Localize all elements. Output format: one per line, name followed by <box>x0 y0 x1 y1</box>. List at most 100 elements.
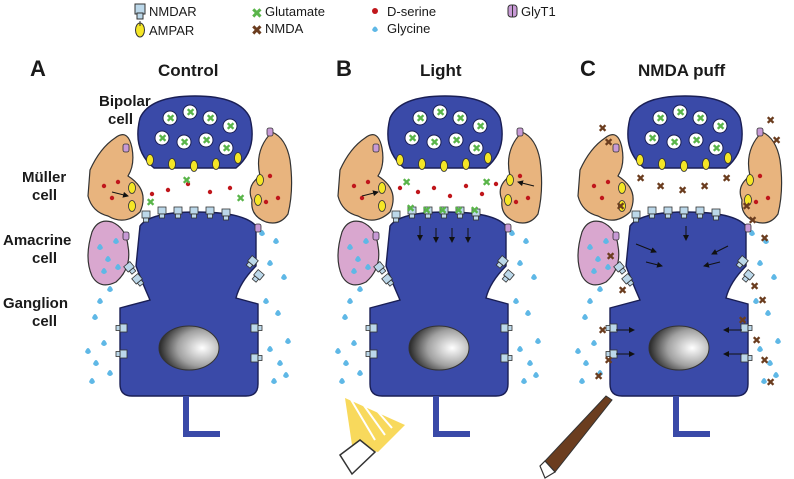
glyt1 <box>266 127 274 137</box>
nmdar-base <box>378 267 387 275</box>
glycine <box>101 268 107 274</box>
dserine <box>605 179 611 185</box>
vesicle <box>432 104 448 120</box>
nmdar-base <box>747 355 753 361</box>
vesicle <box>218 140 234 156</box>
nmdar-body <box>695 206 705 215</box>
glyt1 <box>612 231 620 241</box>
glyt1 <box>504 223 512 233</box>
nmdar <box>251 269 265 283</box>
glycine <box>107 286 113 292</box>
glutamate: ✖ <box>236 192 245 205</box>
legend-dserine-label: D-serine <box>387 4 436 19</box>
dserine <box>591 183 597 189</box>
glycine <box>597 286 603 292</box>
legend: NMDAR AMPAR ✖ Glutamate ✖ NMDA D-serine … <box>134 3 556 38</box>
nmda: ✖ <box>760 354 769 367</box>
nmdar-body <box>500 323 509 333</box>
nmdar-base <box>175 213 181 219</box>
dserine <box>479 191 485 197</box>
nmdar-base <box>473 215 479 221</box>
nmdar-base <box>649 213 655 219</box>
vesicle-glutamate: ✖ <box>696 112 705 125</box>
nmdar <box>221 208 231 221</box>
nmda: ✖ <box>772 134 781 147</box>
vesicle-glutamate: ✖ <box>712 142 721 155</box>
pipette-icon <box>539 395 613 479</box>
dserine <box>115 179 121 185</box>
nucleus <box>158 325 220 371</box>
nmdar-base <box>747 325 753 331</box>
ampar <box>378 200 386 212</box>
nmda: ✖ <box>604 136 613 149</box>
glycine <box>115 264 121 270</box>
nmda: ✖ <box>616 200 625 213</box>
glycine <box>531 274 537 280</box>
dserine <box>517 173 523 179</box>
vesicle <box>198 132 214 148</box>
panel-b-title: Light <box>420 61 462 80</box>
glycine <box>773 372 779 378</box>
vesicle-glutamate: ✖ <box>436 106 445 119</box>
dserine <box>351 183 357 189</box>
nmda: ✖ <box>752 334 761 347</box>
glutamate: ✖ <box>438 204 447 217</box>
dserine <box>207 189 213 195</box>
vesicle-glutamate: ✖ <box>692 134 701 147</box>
nmda: ✖ <box>700 180 709 193</box>
glyt1-icon <box>507 4 518 18</box>
glutamate: ✖ <box>402 176 411 189</box>
muller-cell-left <box>337 134 394 221</box>
dserine <box>275 195 281 201</box>
nmdar-base <box>741 275 750 283</box>
nmdar <box>500 353 513 363</box>
nmdar <box>365 323 378 333</box>
nmdar-icon <box>134 3 146 20</box>
glycine <box>89 378 95 384</box>
glycine <box>339 378 345 384</box>
vesicle <box>708 140 724 156</box>
ganglion-cell <box>369 211 509 397</box>
nmda: ✖ <box>598 324 607 337</box>
panel-b-letter: B <box>336 56 352 81</box>
nmda: ✖ <box>766 376 775 389</box>
ganglion-label-line2: cell <box>32 313 57 330</box>
dserine <box>365 179 371 185</box>
vesicle <box>426 134 442 150</box>
glycine <box>575 348 581 354</box>
vesicle <box>448 132 464 148</box>
axon <box>433 396 470 437</box>
nmdar-base <box>495 261 504 269</box>
glycine <box>351 340 357 346</box>
amacrine-label-line2: cell <box>32 250 57 267</box>
nmda: ✖ <box>604 354 613 367</box>
glycine <box>591 268 597 274</box>
glycine <box>335 348 341 354</box>
nmdar <box>711 208 721 221</box>
nmdar-base <box>633 217 639 223</box>
nucleus <box>408 325 470 371</box>
nmda: ✖ <box>594 370 603 383</box>
nmdar-base <box>697 213 703 219</box>
nmdar-base <box>605 325 611 331</box>
nmdar <box>250 323 263 333</box>
vesicle <box>412 110 428 126</box>
ganglion-cell <box>119 211 259 397</box>
glycine <box>597 370 603 376</box>
vesicle <box>176 134 192 150</box>
nmdar-base <box>143 217 149 223</box>
vesicle <box>472 118 488 134</box>
glycine <box>513 298 519 304</box>
glycine <box>347 298 353 304</box>
nmdar-base <box>159 213 165 219</box>
nmdar <box>391 210 401 223</box>
nmdar-base <box>386 279 395 287</box>
dserine <box>101 183 107 189</box>
glycine <box>351 268 357 274</box>
vesicle <box>154 130 170 146</box>
vesicle <box>162 110 178 126</box>
glycine <box>263 298 269 304</box>
vesicle <box>666 134 682 150</box>
dserine-icon <box>372 8 378 14</box>
nmdar-base <box>207 213 213 219</box>
